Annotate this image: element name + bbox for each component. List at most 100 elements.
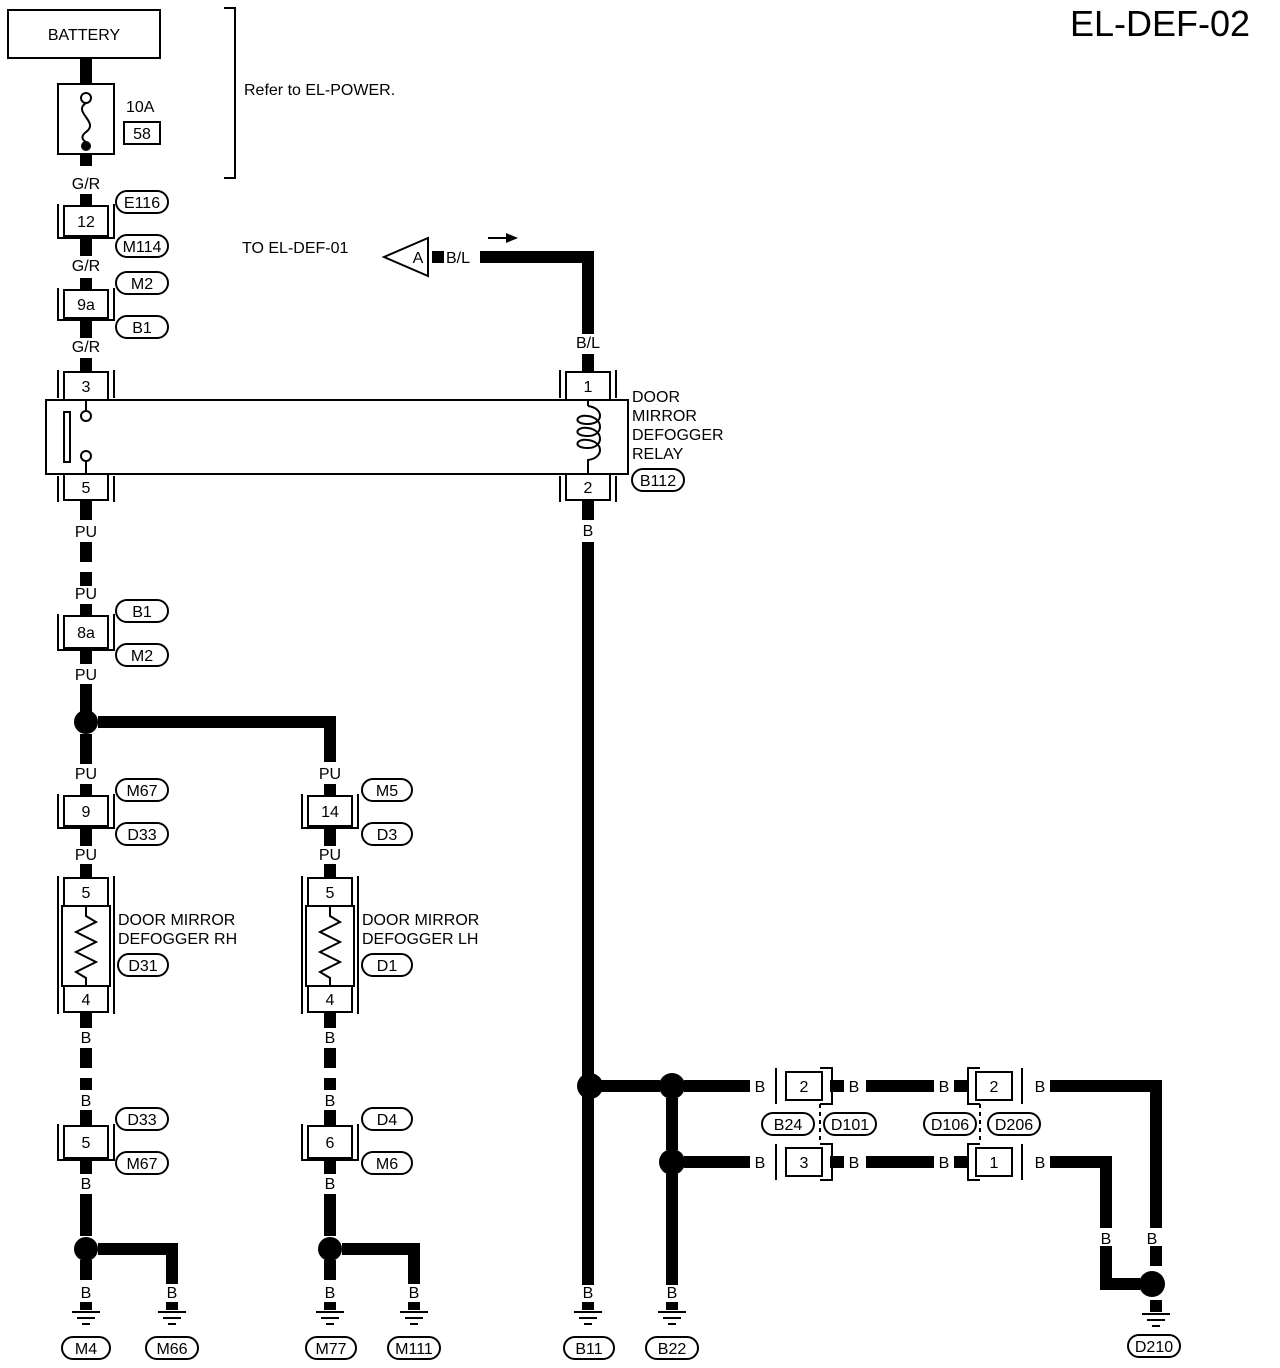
ground-label-b11: B11 (575, 1341, 602, 1358)
relay-name-line-4: RELAY (632, 446, 684, 463)
connector-pin-9a: 9a (77, 297, 95, 314)
connector-id-m6: M6 (376, 1156, 398, 1173)
to-link-arrow (381, 236, 429, 278)
defogger-lh-pin-5: 5 (326, 885, 335, 902)
wire-color-pu-1: PU (75, 524, 97, 541)
connector-pin-5-rh-post: 5 (82, 1135, 91, 1152)
defogger-rh-connector-id: D31 (128, 958, 157, 975)
wire-color-b-r4: B (1035, 1079, 1046, 1096)
relay-name-line-2: MIRROR (632, 408, 697, 425)
conn-b-right-id: D206 (995, 1117, 1033, 1134)
connector-pin-6: 6 (326, 1135, 335, 1152)
relay-pin-3: 3 (82, 379, 91, 396)
relay-pin-1: 1 (584, 379, 593, 396)
connector-pin-9: 9 (82, 804, 91, 821)
conn-a-bottom-pin: 3 (800, 1155, 809, 1172)
ground-icon-b22 (658, 1311, 686, 1325)
defogger-lh-pin-4: 4 (326, 992, 335, 1009)
conn-b-bottom-pin: 1 (990, 1155, 999, 1172)
wire-color-b-r3: B (939, 1079, 950, 1096)
relay-pin-2: 2 (584, 480, 593, 497)
connector-id-m5: M5 (376, 783, 398, 800)
power-bracket (224, 7, 236, 179)
splice-lh-ground (318, 1237, 342, 1261)
conn-a-left-id: B24 (774, 1117, 803, 1134)
connector-pin-8a: 8a (77, 625, 95, 642)
wire-color-b-rh-2: B (81, 1093, 92, 1110)
relay-out-wire-color: B (583, 523, 594, 540)
wire-color-pu-3: PU (75, 667, 97, 684)
wire-color-gr-1: G/R (72, 176, 100, 193)
ground-icon-m77 (316, 1311, 344, 1325)
ground-label-m111: M111 (395, 1341, 433, 1358)
connector-pin-14: 14 (321, 804, 339, 821)
wire-color-b-lh-3: B (325, 1176, 336, 1193)
to-link-text: TO EL-DEF-01 (242, 240, 349, 257)
splice-rh-ground (74, 1237, 98, 1261)
connector-id-b1-b: B1 (132, 604, 152, 621)
ground-icon-d210 (1142, 1313, 1170, 1327)
wire-color-b-g6: B (667, 1285, 678, 1302)
wire-color-gr-3: G/R (72, 339, 100, 356)
defogger-lh-line-1: DOOR MIRROR (362, 912, 479, 929)
fuse-number: 58 (133, 126, 151, 143)
relay-box (45, 399, 629, 475)
connector-id-b1-a: B1 (132, 320, 152, 337)
relay-pin-5: 5 (82, 480, 91, 497)
wire-color-gr-2: G/R (72, 258, 100, 275)
page-code: EL-DEF-02 (1070, 3, 1250, 44)
conn-a-right-id: D101 (831, 1117, 869, 1134)
connector-id-m67-a: M67 (126, 783, 157, 800)
ground-label-m4: M4 (75, 1341, 97, 1358)
connector-id-d33-b: D33 (127, 1112, 156, 1129)
connector-id-d3: D3 (377, 827, 398, 844)
to-link-letter: A (413, 250, 424, 267)
wire-color-b-g5: B (583, 1285, 594, 1302)
wire-color-pu-7: PU (319, 847, 341, 864)
ground-icon-b11 (574, 1311, 602, 1325)
wire-color-pu-5: PU (75, 847, 97, 864)
conn-b-left-id: D106 (931, 1117, 969, 1134)
conn-b-top-pin: 2 (990, 1079, 999, 1096)
wire-color-b-lh-1: B (325, 1030, 336, 1047)
defogger-lh-connector-id: D1 (377, 958, 398, 975)
wire-color-b-lh-2: B (325, 1093, 336, 1110)
wire-color-b-g1: B (81, 1285, 92, 1302)
relay-in-wire-color: B/L (576, 335, 600, 352)
wire-color-pu-4: PU (75, 766, 97, 783)
to-link-wire-color: B/L (446, 250, 470, 267)
wire-color-b-r5: B (755, 1155, 766, 1172)
connector-id-m114: M114 (123, 239, 162, 256)
wire-color-b-r8: B (1035, 1155, 1046, 1172)
wire-color-pu-2: PU (75, 586, 97, 603)
relay-name-line-1: DOOR (632, 389, 680, 406)
wire-color-b-r9: B (1101, 1231, 1112, 1248)
wire-color-pu-6: PU (319, 766, 341, 783)
wire-color-b-r1: B (755, 1079, 766, 1096)
relay-connector-id: B112 (640, 473, 676, 490)
wire-color-b-r10: B (1147, 1231, 1158, 1248)
conn-a-top-pin: 2 (800, 1079, 809, 1096)
power-note: Refer to EL-POWER. (244, 82, 395, 99)
relay-coil (576, 405, 601, 474)
resistor-rh-icon (73, 906, 99, 986)
splice-b-main (577, 1073, 603, 1099)
defogger-rh-line-2: DEFOGGER RH (118, 931, 237, 948)
ground-icon-m111 (400, 1311, 428, 1325)
connector-id-m2-a: M2 (131, 276, 153, 293)
connector-id-d4: D4 (377, 1112, 398, 1129)
relay-name-line-3: DEFOGGER (632, 427, 724, 444)
connector-pin-12: 12 (77, 214, 95, 231)
wire-color-b-g4: B (409, 1285, 420, 1302)
wire-color-b-g3: B (325, 1285, 336, 1302)
ground-label-m77: M77 (315, 1341, 346, 1358)
wire-color-b-r7: B (939, 1155, 950, 1172)
defogger-rh-pin-4: 4 (82, 992, 91, 1009)
splice-b-3 (659, 1149, 685, 1175)
resistor-lh-icon (317, 906, 343, 986)
connector-id-m67-b: M67 (126, 1156, 157, 1173)
fuse-rating: 10A (126, 99, 155, 116)
defogger-rh-line-1: DOOR MIRROR (118, 912, 235, 929)
wire-color-b-rh-1: B (81, 1030, 92, 1047)
ground-label-b22: B22 (658, 1341, 687, 1358)
